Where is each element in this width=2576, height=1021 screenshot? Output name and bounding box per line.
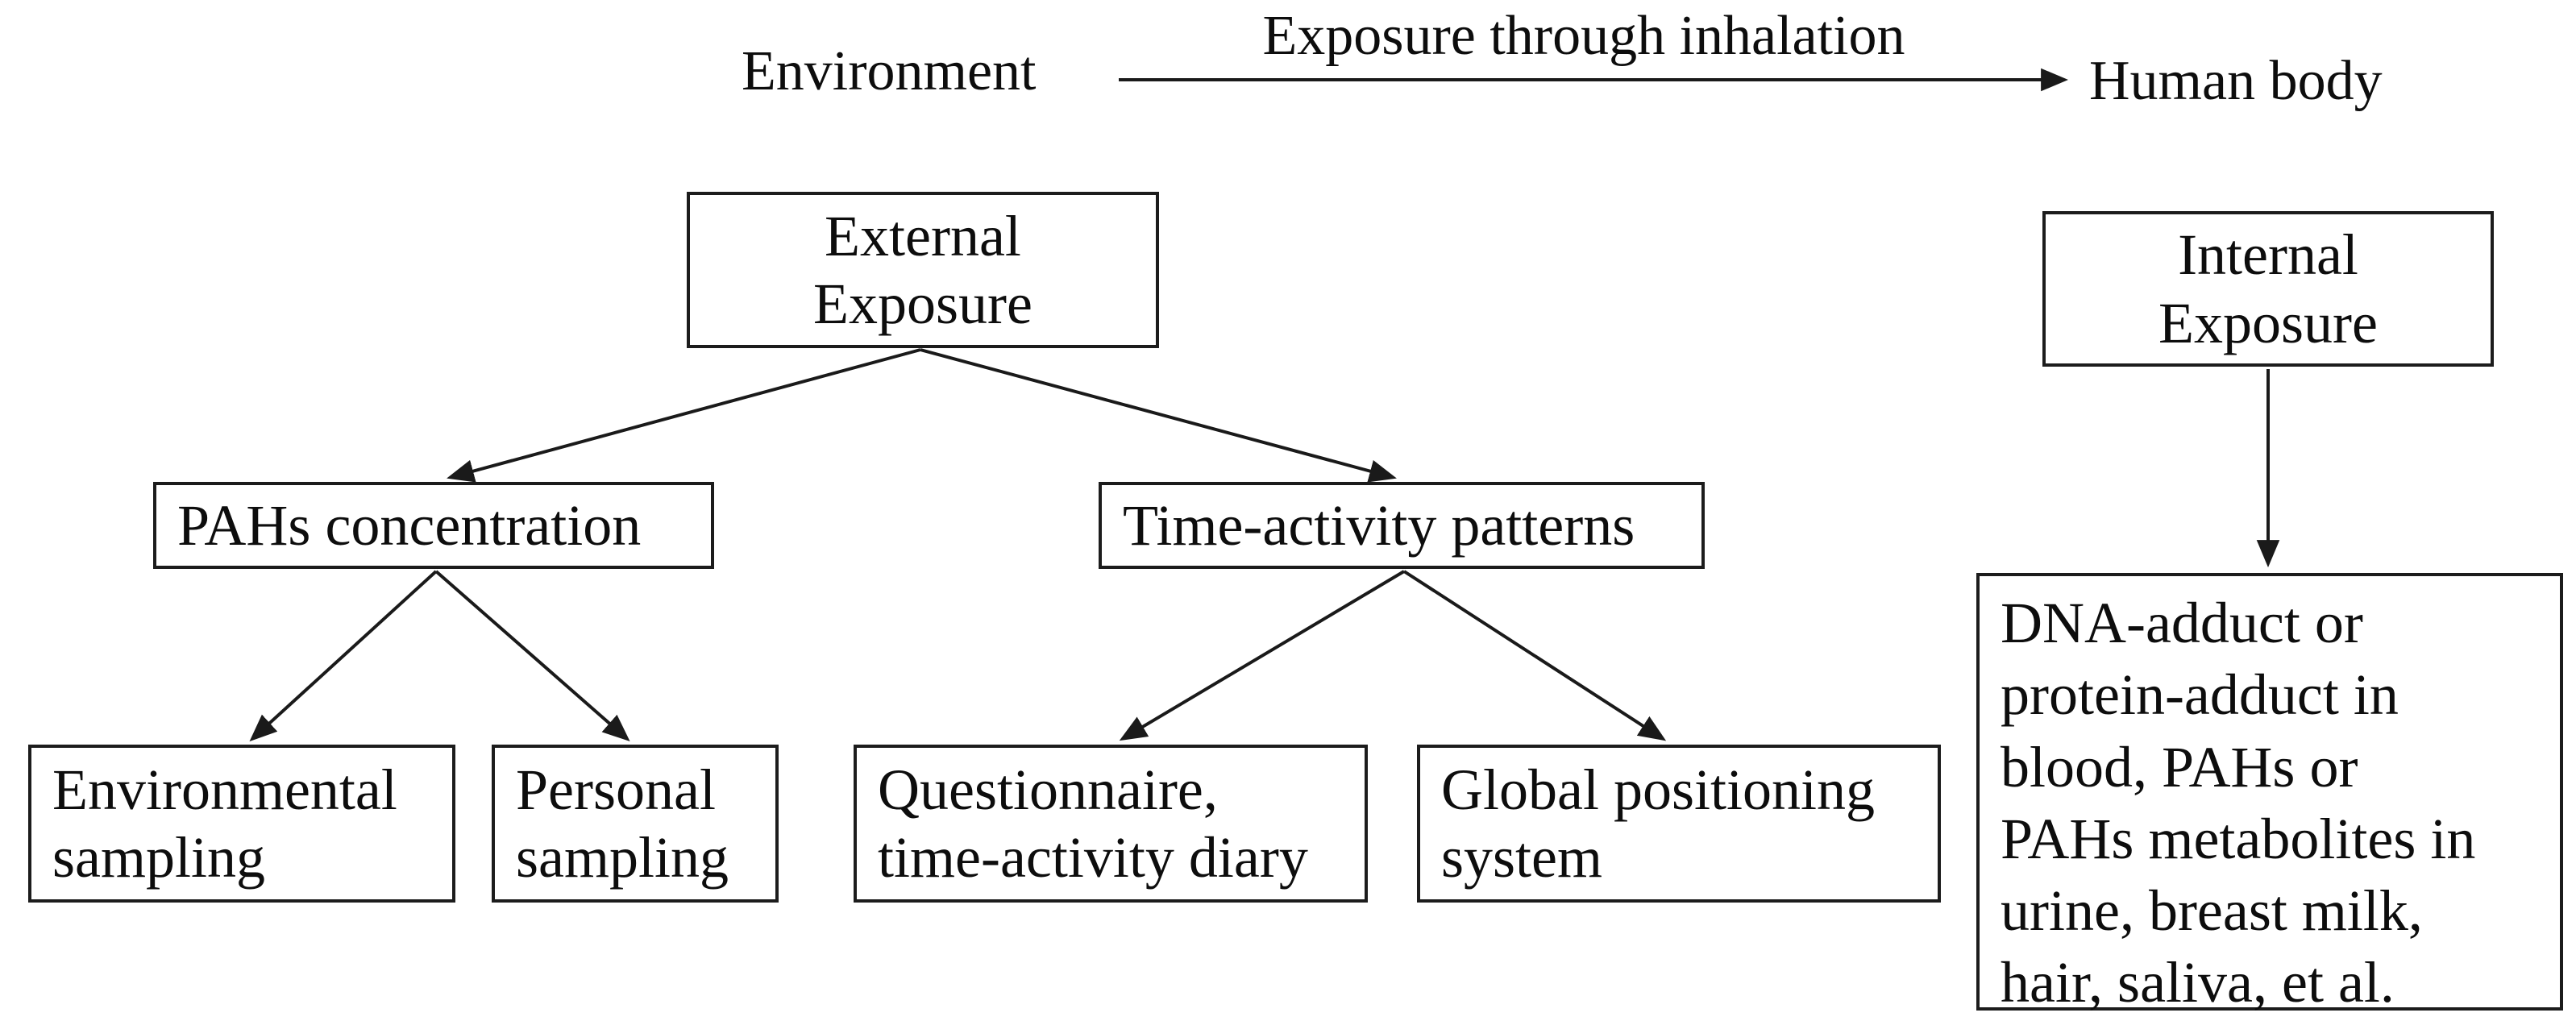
pahs-concentration-box: PAHs concentration xyxy=(153,482,714,569)
arrow-external-to-time-activity xyxy=(920,348,1397,483)
environment-label: Environment xyxy=(742,40,1037,102)
environmental-sampling-box: Environmental sampling xyxy=(28,745,455,903)
arrow-pahs-to-environmental-sampling xyxy=(249,570,438,742)
arrow-time-activity-to-gps xyxy=(1402,570,1667,741)
arrow-pahs-to-personal-sampling xyxy=(434,570,630,742)
global-positioning-system-box: Global positioning system xyxy=(1417,745,1941,903)
human-body-label: Human body xyxy=(2089,50,2383,112)
arrow-external-to-pahs-concentration xyxy=(447,348,921,483)
arrow-time-activity-to-questionnaire xyxy=(1119,570,1406,741)
personal-sampling-box: Personal sampling xyxy=(492,745,779,903)
time-activity-patterns-box: Time-activity patterns xyxy=(1099,482,1705,569)
internal-biomarkers-box: DNA-adduct or protein-adduct in blood, P… xyxy=(1976,573,2563,1015)
exposure-route-label: Exposure through inhalation xyxy=(1262,5,1905,67)
external-exposure-box: External Exposure xyxy=(687,192,1159,348)
internal-exposure-box: Internal Exposure xyxy=(2042,211,2494,367)
questionnaire-diary-box: Questionnaire, time-activity diary xyxy=(854,745,1368,903)
